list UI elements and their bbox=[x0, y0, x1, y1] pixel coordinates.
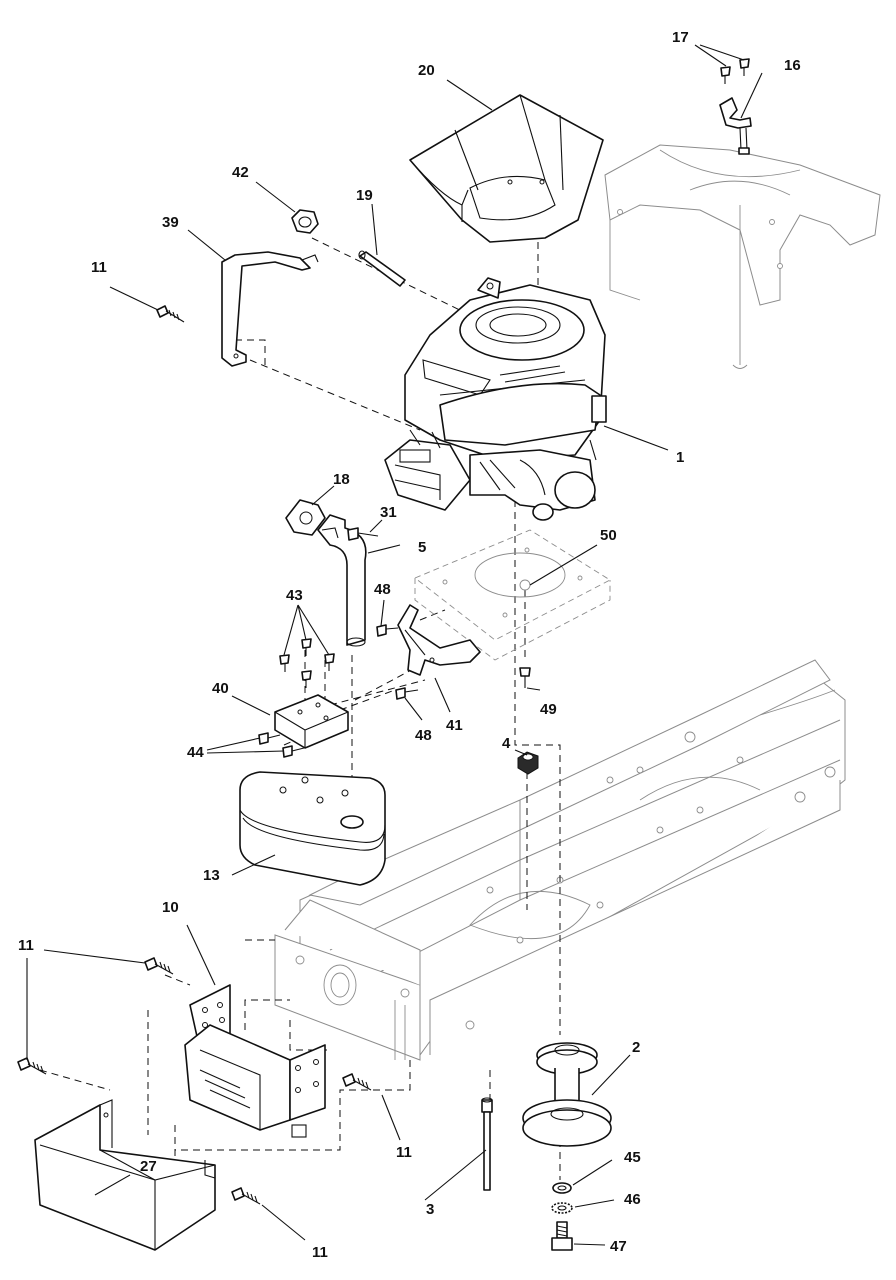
callout-13: 13 bbox=[203, 867, 220, 884]
callout-39: 39 bbox=[162, 214, 179, 231]
screw-part-11-upper bbox=[156, 305, 185, 323]
screws-part-43 bbox=[279, 638, 335, 688]
engine-part-1 bbox=[384, 277, 607, 521]
callout-48-upper: 48 bbox=[374, 581, 391, 598]
callout-4: 4 bbox=[502, 735, 511, 752]
washer-part-45 bbox=[552, 1182, 572, 1194]
callout-45: 45 bbox=[624, 1149, 641, 1166]
tractor-frame bbox=[274, 659, 846, 1061]
screw-part-48-upper bbox=[376, 624, 399, 637]
bracket-part-41 bbox=[397, 604, 481, 676]
screw-part-11-left bbox=[17, 1057, 47, 1075]
screw-part-17a bbox=[720, 66, 731, 84]
screw-part-31 bbox=[347, 527, 379, 541]
callout-10: 10 bbox=[162, 899, 179, 916]
callout-11-upper: 11 bbox=[91, 259, 107, 276]
air-shroud-part-20 bbox=[409, 94, 604, 243]
callout-labels: 1 2 3 4 5 10 11 11 11 11 11 13 16 17 18 … bbox=[18, 29, 801, 1261]
screw-part-11-upper-left bbox=[144, 957, 174, 975]
nut-part-4 bbox=[517, 751, 539, 775]
callout-18: 18 bbox=[333, 471, 350, 488]
screw-part-11-mid bbox=[342, 1073, 372, 1091]
bracket-part-39 bbox=[221, 251, 319, 367]
callout-2: 2 bbox=[632, 1039, 640, 1056]
callout-50: 50 bbox=[600, 527, 617, 544]
lever-part-16 bbox=[719, 97, 752, 155]
callout-41: 41 bbox=[446, 717, 463, 734]
callout-46: 46 bbox=[624, 1191, 641, 1208]
callout-16: 16 bbox=[784, 57, 801, 74]
callout-5: 5 bbox=[418, 539, 426, 556]
exhaust-pipe-part-5 bbox=[317, 514, 367, 647]
callout-27: 27 bbox=[140, 1158, 157, 1175]
callout-49: 49 bbox=[540, 701, 557, 718]
screw-part-11-bottom bbox=[231, 1187, 261, 1205]
callout-17: 17 bbox=[672, 29, 689, 46]
callout-47: 47 bbox=[610, 1238, 627, 1255]
mount-plate bbox=[414, 529, 611, 661]
bolt-part-47 bbox=[551, 1221, 573, 1251]
guard-part-27 bbox=[34, 1099, 216, 1251]
callout-1: 1 bbox=[676, 449, 684, 466]
callout-19: 19 bbox=[356, 187, 373, 204]
callout-40: 40 bbox=[212, 680, 229, 697]
callout-20: 20 bbox=[418, 62, 435, 79]
callout-11-mid: 11 bbox=[396, 1144, 412, 1161]
heat-shield-part-10 bbox=[184, 984, 326, 1138]
callout-44: 44 bbox=[187, 744, 204, 761]
callout-3: 3 bbox=[426, 1201, 434, 1218]
screw-part-48-lower bbox=[395, 687, 419, 700]
callout-11-left: 11 bbox=[18, 937, 34, 954]
tube-part-19 bbox=[358, 250, 406, 287]
callout-43: 43 bbox=[286, 587, 303, 604]
gasket-part-18 bbox=[285, 499, 326, 536]
dash-shroud bbox=[604, 144, 881, 369]
screws-part-44 bbox=[258, 732, 305, 758]
screw-part-49 bbox=[519, 667, 531, 688]
plate-part-40 bbox=[274, 694, 349, 749]
lock-washer-part-46 bbox=[551, 1202, 573, 1214]
leader-lines bbox=[26, 44, 763, 1246]
callout-48-lower: 48 bbox=[415, 727, 432, 744]
muffler-part-13 bbox=[239, 771, 386, 886]
rod-part-3 bbox=[481, 1097, 493, 1191]
callout-42: 42 bbox=[232, 164, 249, 181]
nut-part-42 bbox=[291, 209, 319, 234]
callout-31: 31 bbox=[380, 504, 397, 521]
screw-part-17b bbox=[739, 58, 750, 76]
pulley-part-2 bbox=[522, 1042, 612, 1147]
callout-11-bottom: 11 bbox=[312, 1244, 328, 1261]
